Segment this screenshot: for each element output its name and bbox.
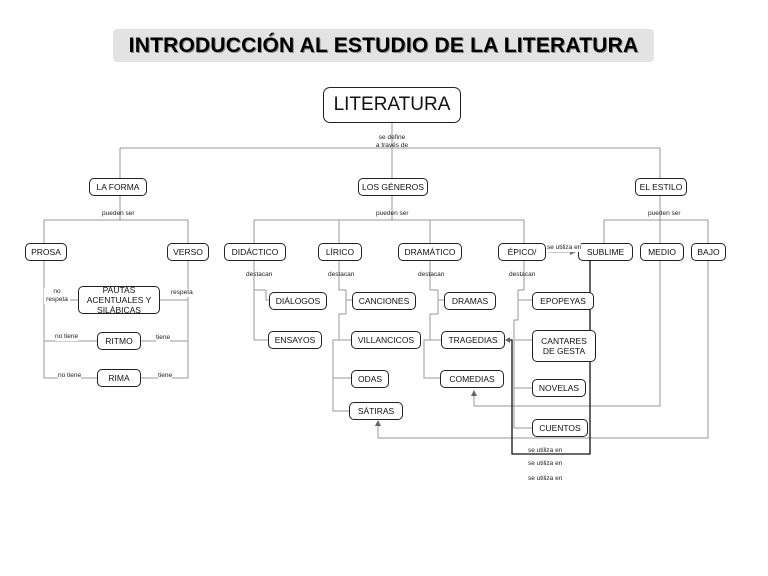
node-rima: RIMA [97, 369, 141, 387]
node-tragedias: TRAGEDIAS [441, 331, 505, 349]
node-sublime: SUBLIME [578, 243, 633, 261]
label-pueden-ser-generos: pueden ser [376, 210, 409, 217]
connector-epico-stem [517, 261, 532, 301]
connector-dramatico-stem [429, 261, 444, 301]
node-literatura: LITERATURA [323, 87, 461, 123]
label-se-utiliza-en-top: se utiliza en [547, 244, 582, 252]
node-comedias: COMEDIAS [440, 370, 504, 388]
label-respeta: respeta [171, 289, 193, 297]
connector-lirico-satiras [332, 378, 349, 412]
label-se-utiliza-en-2: se utiliza en [528, 460, 563, 467]
arrow-bajo [375, 420, 381, 426]
label-pueden-ser-forma: pueden ser [102, 210, 135, 217]
node-villancicos: VILLANCICOS [351, 331, 421, 349]
connector-epico-cuentos [513, 388, 532, 429]
label-se-utiliza-en-1: se utiliza en [528, 447, 563, 454]
node-epopeyas: EPOPEYAS [532, 292, 594, 310]
label-destacan-lirico: destacan [328, 271, 355, 278]
label-tiene-ritmo: tiene [156, 334, 171, 342]
node-canciones: CANCIONES [352, 292, 416, 310]
label-no-tiene-ritmo: no tiene [55, 333, 79, 341]
connector-dramatico-comedias [423, 339, 440, 379]
label-tiene-rima: tiene [158, 372, 173, 380]
node-ensayos: ENSAYOS [268, 331, 322, 349]
node-el-estilo: EL ESTILO [635, 178, 687, 196]
node-didactico: DIDÁCTICO [224, 243, 286, 261]
node-epico: ÉPICO/ [498, 243, 546, 261]
label-pueden-ser-estilo: pueden ser [648, 210, 681, 217]
connector-epico-novelas [513, 340, 532, 389]
connector-lirico-villancicos [338, 300, 351, 341]
node-la-forma: LA FORMA [89, 178, 147, 196]
label-destacan-dramatico: destacan [418, 271, 445, 278]
connector-epico-cantares [513, 300, 532, 341]
node-lirico: LÍRICO [318, 243, 362, 261]
node-novelas: NOVELAS [532, 379, 586, 397]
node-medio: MEDIO [640, 243, 684, 261]
node-pautas: PAUTAS ACENTUALES Y SILÁBICAS [78, 285, 160, 315]
label-se-define: se define a través de [375, 134, 409, 149]
node-dialogos: DIÁLOGOS [269, 292, 327, 310]
label-no-tiene-rima: no tiene [58, 372, 82, 380]
connector-lirico-stem [338, 261, 352, 301]
node-prosa: PROSA [25, 243, 67, 261]
connector-didactico-branch [253, 290, 268, 341]
node-satiras: SÁTIRAS [349, 402, 403, 420]
arrow-sublime [505, 337, 510, 343]
label-no-respeta: no respeta [44, 288, 70, 304]
node-odas: ODAS [351, 370, 389, 388]
connector-didactico-stem [253, 261, 267, 300]
node-bajo: BAJO [691, 243, 726, 261]
connector-lirico-odas [332, 339, 351, 379]
label-destacan-epico: destacan [509, 271, 536, 278]
node-dramatico: DRAMÁTICO [398, 243, 462, 261]
connector-dramatico-tragedias [429, 300, 441, 341]
connector-medio-usage [473, 261, 661, 407]
arrow-medio [471, 390, 477, 396]
label-destacan-didactico: destacan [246, 271, 273, 278]
node-ritmo: RITMO [97, 332, 141, 350]
connector-bajo-usage [377, 261, 709, 439]
label-se-utiliza-en-3: se utiliza en [528, 475, 563, 482]
page-title: INTRODUCCIÓN AL ESTUDIO DE LA LITERATURA [128, 33, 639, 57]
node-cantares: CANTARES DE GESTA [532, 330, 596, 362]
connector-sublime-usage [508, 261, 591, 455]
node-los-generos: LOS GÉNEROS [358, 178, 428, 196]
node-verso: VERSO [167, 243, 209, 261]
title-banner: INTRODUCCIÓN AL ESTUDIO DE LA LITERATURA [113, 29, 654, 62]
node-cuentos: CUENTOS [532, 419, 588, 437]
node-dramas: DRAMAS [444, 292, 496, 310]
